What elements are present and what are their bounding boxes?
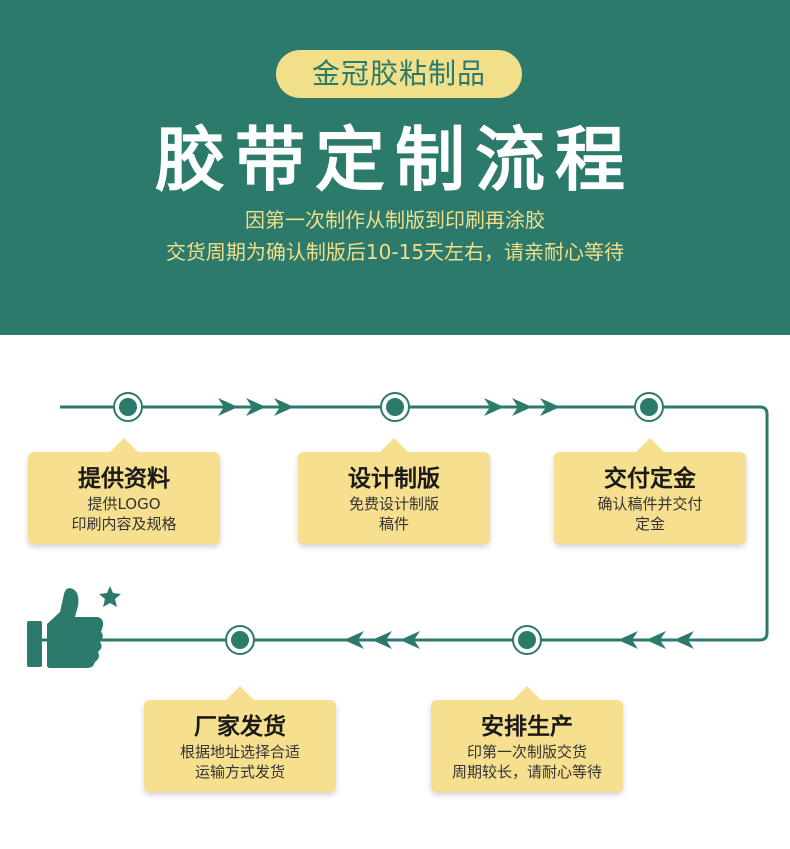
step-title: 交付定金 [604,466,696,492]
arrow-group-right-1 [218,398,294,416]
step-card-production: 安排生产 印第一次制版交货 周期较长，请耐心等待 [431,686,623,792]
subtitle-line-2: 交货周期为确认制版后10-15天左右，请亲耐心等待 [165,240,625,264]
step-card-design-plate: 设计制版 免费设计制版 稿件 [298,438,490,544]
brand-pill: 金冠胶粘制品 [276,50,522,98]
header-banner: 金冠胶粘制品 胶带定制流程 因第一次制作从制版到印刷再涂胶 交货周期为确认制版后… [0,0,790,335]
step-description: 根据地址选择合适 运输方式发货 [179,743,300,781]
step-title: 提供资料 [78,466,170,492]
flow-path [40,405,769,642]
step-card-provide-materials: 提供资料 提供LOGO 印刷内容及规格 [28,438,220,544]
flow-node-1 [113,392,143,422]
step-card-pay-deposit: 交付定金 确认稿件并交付 定金 [554,438,746,544]
arrow-group-left-1 [618,631,694,649]
page-title: 胶带定制流程 [155,119,635,201]
step-title: 安排生产 [481,714,573,740]
subtitle-line-1: 因第一次制作从制版到印刷再涂胶 [245,208,545,232]
step-title: 设计制版 [348,466,440,492]
thumbs-up-icon [27,588,104,668]
step-description: 提供LOGO 印刷内容及规格 [71,495,177,533]
star-icon [99,586,121,607]
flow-node-3 [634,392,664,422]
step-title: 厂家发货 [194,714,286,740]
step-card-shipping: 厂家发货 根据地址选择合适 运输方式发货 [144,686,336,792]
step-description: 确认稿件并交付 定金 [597,495,703,533]
arrow-group-right-2 [484,398,560,416]
flow-node-5 [225,625,255,655]
flow-node-2 [380,392,410,422]
step-description: 免费设计制版 稿件 [348,495,439,533]
flow-node-4 [512,625,542,655]
arrow-group-left-2 [344,631,420,649]
step-description: 印第一次制版交货 周期较长，请耐心等待 [451,743,602,781]
